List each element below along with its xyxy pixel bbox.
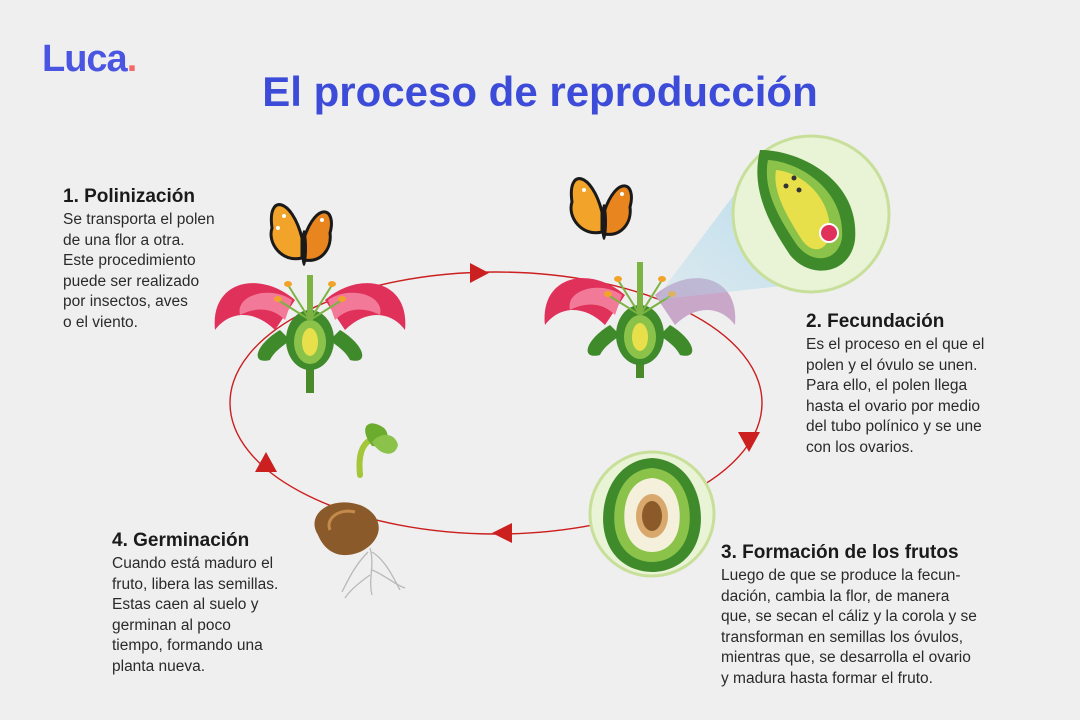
step-1-title: 1. Polinización [63,186,195,207]
step-3-line: mientras que, se desarrolla el ovario [721,649,971,666]
flower-1-illustration [214,275,406,393]
step-2-line: con los ovarios. [806,438,914,456]
step-1-line: o el viento. [63,313,138,331]
fruit-illustration [588,450,716,578]
luca-logo: Luca. [42,38,138,81]
step-3-description: Luego de que se produce la fecun- dación… [721,566,977,689]
step-polinizacion: 1. Polinización Se transporta el polen d… [63,186,215,333]
step-3-line: transforman en semillas los óvulos, [721,628,964,646]
step-4-line: tiempo, formando una [112,637,263,654]
butterfly-2-illustration [569,177,633,240]
logo-text: Luca [42,38,128,80]
step-4-line: Estas caen al suelo y [112,596,259,613]
ovule-zoom-illustration [731,134,891,294]
step-1-line: Se transporta el polen [63,211,215,228]
arrow-to-germinacion [492,523,512,543]
step-2-line: polen y el óvulo se unen. [806,356,978,374]
step-2-title: 2. Fecundación [806,311,945,332]
step-3-line: Luego de que se produce la fecun- [721,567,961,584]
arrow-to-fecundacion [470,263,489,283]
seedling-illustration [314,423,406,599]
step-3-title: 3. Formación de los frutos [721,542,959,563]
step-3-line: y madura hasta formar el fruto. [721,669,933,687]
step-2-line: Es el proceso en el que el [806,336,985,353]
step-1-description: Se transporta el polen de una flor a otr… [63,210,215,333]
step-1-line: por insectos, aves [63,293,188,310]
step-4-line: germinan al poco [112,616,231,634]
step-1-line: Este procedimiento [63,252,196,269]
arrow-to-fruto [738,432,760,452]
step-4-line: Cuando está maduro el [112,555,274,572]
step-4-title: 4. Germinación [112,530,250,551]
logo-dot: . [126,38,138,80]
step-2-line: Para ello, el polen llega [806,377,968,394]
step-1-line: puede ser realizado [63,272,200,290]
step-4-line: fruto, libera las semillas. [112,575,279,593]
step-4-line: planta nueva. [112,657,206,675]
step-2-line: hasta el ovario por medio [806,397,981,415]
step-formacion-frutos: 3. Formación de los frutos Luego de que … [721,542,977,689]
step-2-description: Es el proceso en el que el polen y el óv… [806,335,984,458]
step-fecundacion: 2. Fecundación Es el proceso en el que e… [806,311,984,458]
step-4-description: Cuando está maduro el fruto, libera las … [112,554,278,677]
arrow-to-polinizacion [255,452,277,472]
butterfly-1-illustration [269,203,333,266]
step-2-line: del tubo polínico y se une [806,418,982,435]
step-germinacion: 4. Germinación Cuando está maduro el fru… [112,530,278,677]
step-1-line: de una flor a otra. [63,231,185,249]
page-title: El proceso de reproducción [262,68,818,115]
step-3-line: dación, cambia la flor, de manera [721,587,950,605]
step-3-line: que, se secan el cáliz y la corola y se [721,608,977,625]
